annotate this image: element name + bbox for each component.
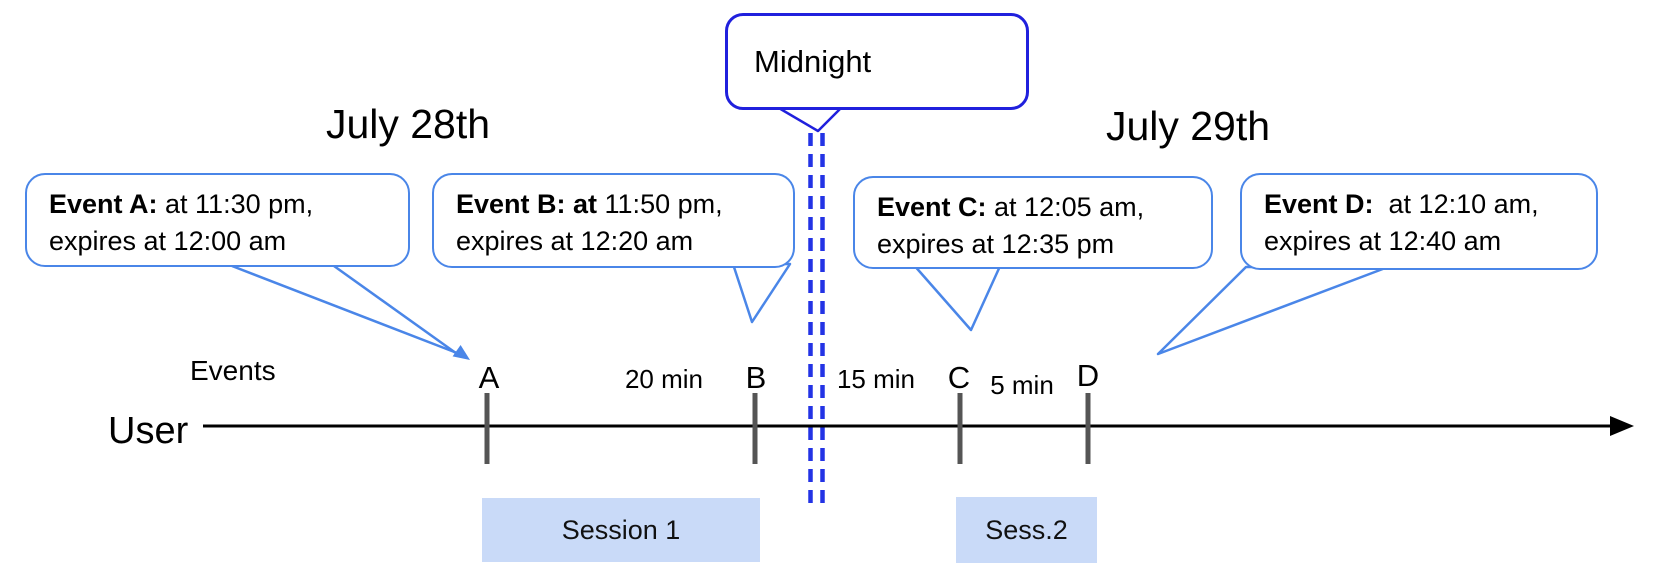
event-b-bubble: Event B: at 11:50 pm, expires at 12:20 a… [432,173,795,268]
session-2-box: Sess.2 [956,497,1097,563]
event-a-time: at 11:30 pm, [157,189,314,219]
events-axis-label: Events [190,355,276,386]
tick-label-d: D [1076,358,1100,393]
midnight-callout: Midnight [725,13,1029,110]
tick-label-a: A [478,360,500,395]
event-c-expiry: expires at 12:35 pm [877,229,1115,259]
event-d-bubble: Event D: at 12:10 am, expires at 12:40 a… [1240,173,1598,270]
session-1-label: Session 1 [561,514,681,545]
session-1-box: Session 1 [482,498,760,562]
interval-20min-label: 20 min [624,364,704,394]
event-b-callout-tail [731,262,792,324]
event-b-expiry: expires at 12:20 am [456,226,694,256]
event-a-title: Event A: [49,189,158,219]
timeline-arrowhead-icon [1610,416,1634,436]
event-d-callout-tail [1156,265,1390,356]
date-july-28: July 28th [325,101,491,147]
event-b-time: 11:50 pm, [597,189,723,219]
event-a-pointer-line-upper [231,264,458,355]
event-a-pointer-line-lower [333,264,461,358]
event-a-bubble: Event A: at 11:30 pm, expires at 12:00 a… [25,173,410,267]
date-july-29: July 29th [1105,103,1271,149]
event-d-time: at 12:10 am, [1373,189,1539,219]
event-c-time: at 12:05 am, [986,192,1145,222]
event-a-expiry: expires at 12:00 am [49,226,287,256]
tick-label-b: B [745,360,767,395]
event-b-title: Event B: at [456,189,598,219]
tick-label-c: C [947,360,971,395]
interval-15min-label: 15 min [836,364,916,394]
event-d-expiry: expires at 12:40 am [1264,226,1502,256]
session-2-label: Sess.2 [985,514,1068,545]
interval-5min-label: 5 min [990,370,1054,400]
event-d-title: Event D: [1264,189,1374,219]
event-c-title: Event C: [877,192,987,222]
event-a-pointer-arrowhead-icon [452,345,470,360]
event-c-callout-tail [911,262,1003,332]
event-c-bubble: Event C: at 12:05 am, expires at 12:35 p… [853,176,1213,269]
user-axis-label: User [108,410,189,452]
midnight-label: Midnight [754,43,872,79]
